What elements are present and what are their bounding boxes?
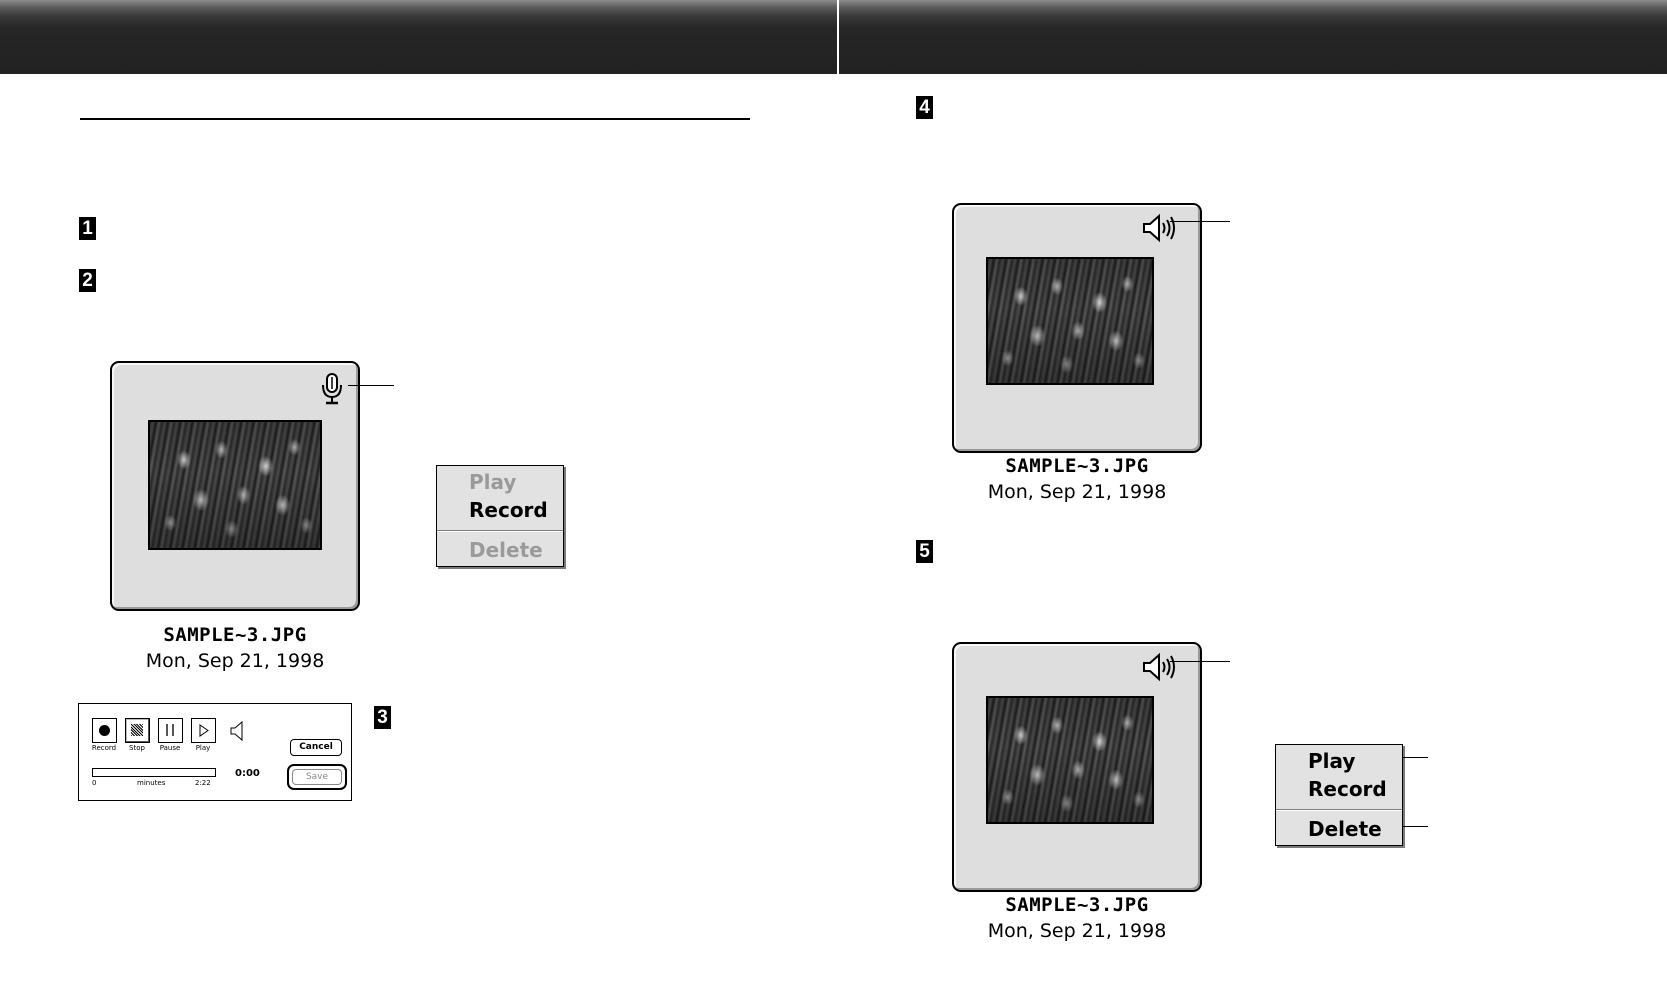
record-label: Record	[91, 744, 117, 752]
file-name: SAMPLE~3.JPG	[1005, 455, 1149, 477]
stop-icon	[131, 724, 143, 736]
file-name: SAMPLE~3.JPG	[1005, 894, 1149, 916]
step-number-2: 2	[79, 269, 96, 292]
pause-icon	[166, 724, 168, 736]
elapsed-time: 0:00	[235, 768, 260, 779]
step-number-3: 3	[374, 706, 391, 729]
menu-item-delete[interactable]: Delete	[1308, 817, 1382, 841]
menu-item-play: Play	[469, 470, 517, 494]
slide-caption: SAMPLE~3.JPG Mon, Sep 21, 1998	[927, 894, 1227, 942]
header-bar-right	[839, 0, 1667, 74]
sound-popup-menu: Play Record Delete	[1275, 744, 1403, 846]
progress-end: 2:22	[195, 779, 211, 787]
file-date: Mon, Sep 21, 1998	[145, 650, 325, 672]
sound-popup-menu: Play Record Delete	[436, 465, 564, 567]
callout-line	[1403, 826, 1428, 827]
step-number-4: 4	[916, 96, 933, 119]
callout-line	[1403, 757, 1428, 758]
microphone-icon[interactable]	[320, 373, 344, 405]
sound-recorder-dialog: Record Stop Pause Play 0 minutes 2:22 0:…	[78, 703, 352, 801]
step-number-1: 1	[79, 217, 96, 240]
save-button-ring: Save	[287, 764, 347, 790]
record-icon	[99, 725, 110, 736]
slide-caption: SAMPLE~3.JPG Mon, Sep 21, 1998	[927, 455, 1227, 503]
stop-button[interactable]	[125, 718, 150, 743]
speaker-icon[interactable]	[1142, 213, 1178, 243]
menu-item-play[interactable]: Play	[1308, 749, 1356, 773]
cancel-button[interactable]: Cancel	[290, 739, 342, 756]
play-icon	[199, 724, 209, 737]
callout-line	[1170, 221, 1230, 222]
pause-button[interactable]	[158, 718, 183, 743]
menu-item-delete: Delete	[469, 538, 543, 562]
menu-item-record[interactable]: Record	[1308, 777, 1387, 801]
step-number-5: 5	[916, 540, 933, 563]
file-name: SAMPLE~3.JPG	[163, 624, 307, 646]
section-rule	[80, 118, 750, 120]
image-slide[interactable]	[952, 642, 1202, 892]
progress-start: 0	[92, 779, 97, 787]
image-slide[interactable]	[952, 203, 1202, 453]
progress-unit: minutes	[137, 779, 166, 787]
thumbnail-image	[986, 696, 1154, 824]
play-button[interactable]	[191, 718, 216, 743]
pause-label: Pause	[159, 744, 181, 752]
stop-label: Stop	[129, 744, 145, 752]
callout-line	[1170, 661, 1230, 662]
slide-caption: SAMPLE~3.JPG Mon, Sep 21, 1998	[85, 624, 385, 672]
menu-separator	[1276, 809, 1402, 811]
header-bar-left	[0, 0, 837, 74]
file-date: Mon, Sep 21, 1998	[987, 920, 1167, 942]
menu-item-record[interactable]: Record	[469, 498, 548, 522]
image-slide[interactable]	[110, 361, 360, 611]
recording-progress-bar	[92, 768, 216, 777]
menu-separator	[437, 530, 563, 532]
thumbnail-image	[986, 257, 1154, 385]
thumbnail-image	[148, 420, 322, 550]
speaker-icon[interactable]	[1142, 652, 1178, 682]
speaker-icon	[230, 720, 243, 742]
header-divider	[837, 0, 839, 74]
record-button[interactable]	[92, 718, 117, 743]
save-button[interactable]: Save	[292, 769, 342, 785]
play-label: Play	[195, 744, 211, 752]
callout-line	[348, 385, 394, 386]
file-date: Mon, Sep 21, 1998	[987, 481, 1167, 503]
